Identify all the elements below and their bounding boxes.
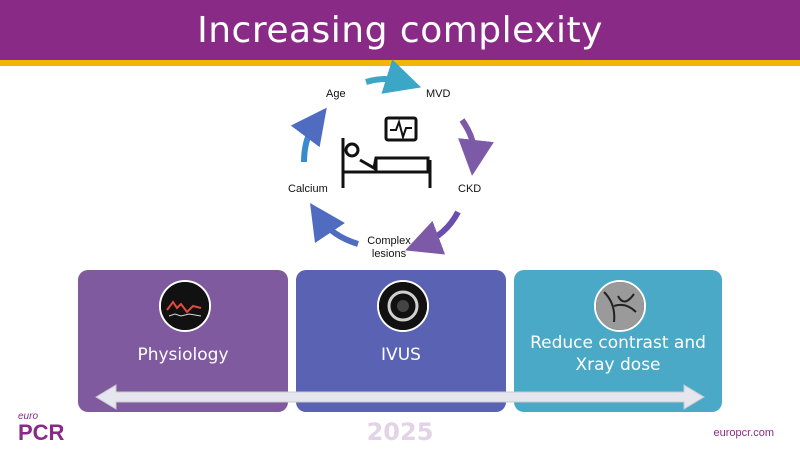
card-label-reduce-contrast: Reduce contrast and Xray dose xyxy=(530,333,706,375)
timeline-double-arrow xyxy=(95,384,705,410)
logo-top-text: euro xyxy=(18,411,39,422)
arrow-ckd-to-complex xyxy=(405,210,461,255)
arrow-complex-to-calcium xyxy=(310,203,359,247)
ivus-thumbnail xyxy=(377,280,429,332)
arrow-calcium-to-age xyxy=(290,107,327,163)
angiography-thumbnail xyxy=(594,280,646,332)
title-bar: Increasing complexity xyxy=(0,0,800,60)
cycle-label-mvd: MVD xyxy=(426,88,451,100)
cycle-diagram xyxy=(290,59,494,255)
arrow-mvd-to-ckd xyxy=(458,118,494,176)
card-label-ivus: IVUS xyxy=(381,345,421,365)
footer-url[interactable]: europcr.com xyxy=(713,427,774,439)
cycle-label-age: Age xyxy=(326,88,346,100)
cycle-label-complex-lesions: Complex lesions xyxy=(367,235,411,260)
arrow-age-to-mvd xyxy=(365,59,422,94)
card-label-physiology: Physiology xyxy=(137,345,229,365)
footer-year: 2025 xyxy=(366,418,434,446)
card-physiology: Physiology xyxy=(78,270,288,412)
physiology-thumbnail xyxy=(159,280,211,332)
patient-bed-icon xyxy=(341,116,432,188)
card-ivus: IVUS xyxy=(296,270,506,412)
europcr-logo: euro PCR xyxy=(18,412,64,444)
cycle-label-calcium: Calcium xyxy=(288,183,328,195)
logo-main-text: PCR xyxy=(18,420,65,445)
cycle-label-ckd: CKD xyxy=(458,183,482,195)
card-reduce-contrast: Reduce contrast and Xray dose xyxy=(514,270,722,412)
slide-title: Increasing complexity xyxy=(197,9,603,51)
